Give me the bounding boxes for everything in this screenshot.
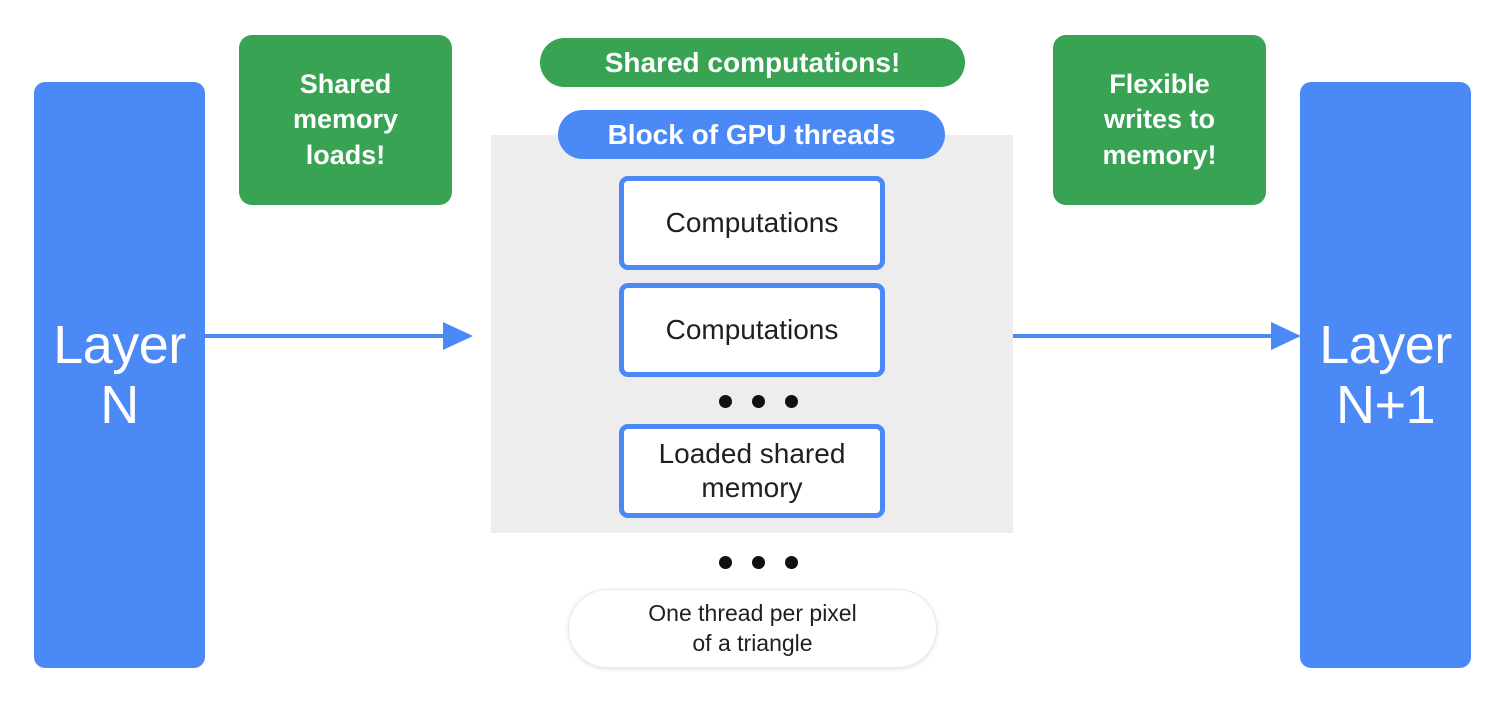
ellipsis-dot: [719, 556, 732, 569]
ellipsis-dot: [719, 395, 732, 408]
thread-box-loaded-shared-memory: Loaded shared memory: [619, 424, 885, 518]
ellipsis-below-block: [719, 556, 798, 569]
layer-n-block: Layer N: [34, 82, 205, 668]
ellipsis-inside-block: [719, 395, 798, 408]
callout-shared-memory-loads: Shared memory loads!: [239, 35, 452, 205]
thread-box-computations-2: Computations: [619, 283, 885, 377]
arrow-block-to-layer-n1: [1013, 316, 1301, 356]
arrow-layer-n-to-block: [205, 316, 473, 356]
pill-block-of-gpu-threads: Block of GPU threads: [558, 110, 945, 159]
callout-flexible-writes-to-memory: Flexible writes to memory!: [1053, 35, 1266, 205]
ellipsis-dot: [785, 556, 798, 569]
pill-shared-computations: Shared computations!: [540, 38, 965, 87]
thread-box-computations-1: Computations: [619, 176, 885, 270]
ellipsis-dot: [752, 556, 765, 569]
ellipsis-dot: [752, 395, 765, 408]
ellipsis-dot: [785, 395, 798, 408]
note-one-thread-per-pixel: One thread per pixel of a triangle: [568, 589, 937, 668]
layer-n-plus-1-block: Layer N+1: [1300, 82, 1471, 668]
